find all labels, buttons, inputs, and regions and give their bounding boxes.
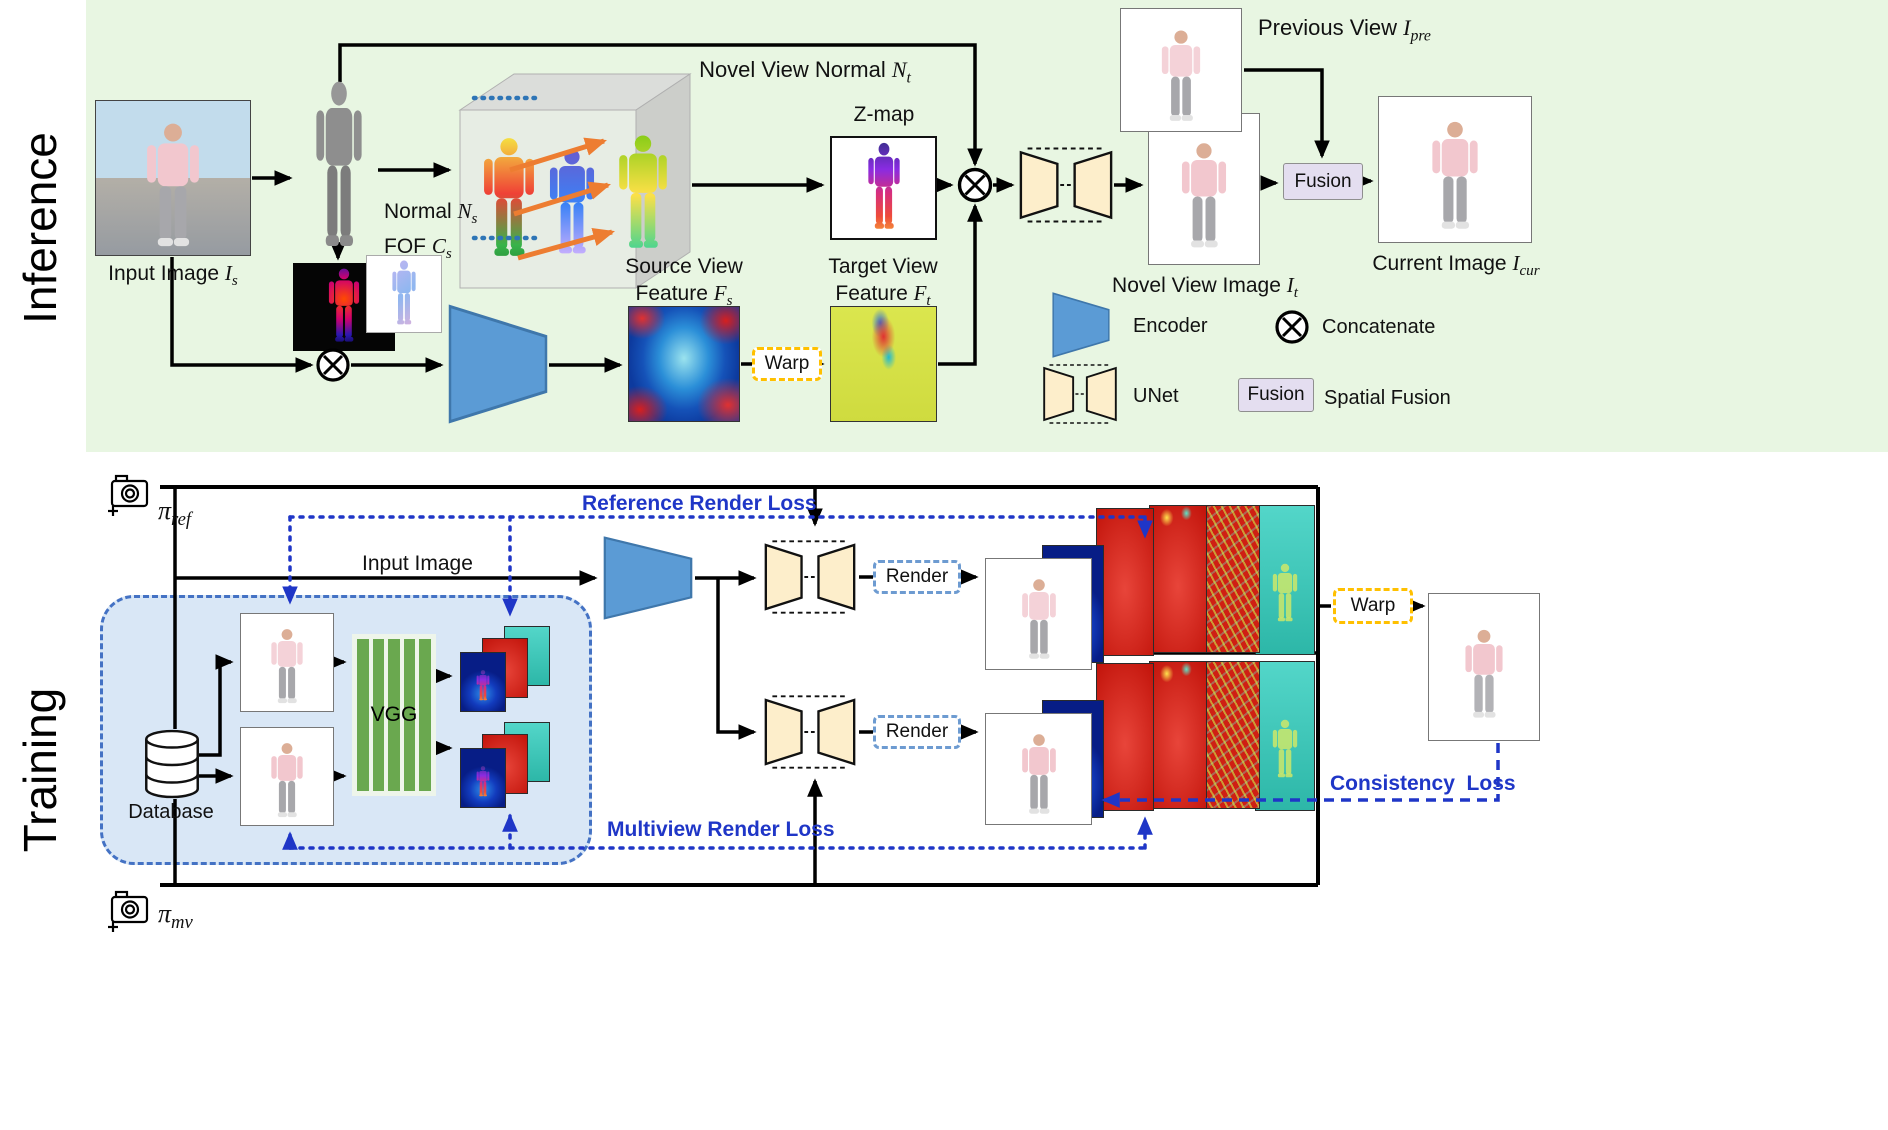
rendered-feature-map-red bbox=[1096, 663, 1154, 811]
person-figure bbox=[1148, 25, 1214, 131]
person-figure bbox=[1416, 114, 1494, 242]
warp-box: Warp bbox=[1333, 588, 1413, 624]
normal-map-image bbox=[366, 255, 442, 333]
vgg-layer-bar bbox=[388, 639, 400, 791]
vgg-layer-bar bbox=[372, 639, 385, 791]
training-input-image-label: Input Image bbox=[362, 552, 473, 575]
rendered-feature-map-cyan bbox=[1255, 661, 1315, 811]
render-box: Render bbox=[873, 560, 961, 594]
camera-icon bbox=[106, 888, 154, 934]
vgg-network-block: VGG bbox=[352, 634, 436, 796]
zmap-label: Z-map bbox=[853, 103, 915, 126]
normal-map-person-figure bbox=[384, 259, 424, 329]
rendered-feature-map-edges bbox=[1202, 505, 1260, 653]
person-figure bbox=[1010, 573, 1068, 669]
rendered-image-reference-view bbox=[985, 558, 1092, 670]
source-feature-label: Source View Feature Fs bbox=[625, 255, 743, 310]
legend-concatenate-icon bbox=[1274, 309, 1310, 350]
camera-icon bbox=[106, 472, 154, 518]
current-image-label: Current Image Icur bbox=[1372, 251, 1540, 280]
fof-person-figure bbox=[318, 267, 370, 347]
sample-image-back-view bbox=[240, 613, 334, 712]
pi-ref-label: πref bbox=[158, 496, 192, 531]
vgg-layer-bar bbox=[403, 639, 416, 791]
zmap-person-figure bbox=[857, 141, 911, 235]
novel-view-normal-label: Novel View Normal Nt bbox=[699, 57, 911, 87]
legend-concatenate-label: Concatenate bbox=[1322, 316, 1436, 338]
warped-result-image bbox=[1428, 593, 1540, 741]
legend-fusion-box: Fusion bbox=[1238, 378, 1314, 412]
normal-fof-label: Normal Ns FOF Cs bbox=[384, 196, 477, 266]
inference-section-label: Inference bbox=[14, 132, 66, 324]
fof-label: FOF Cs bbox=[384, 234, 452, 263]
source-feature-image bbox=[628, 306, 740, 422]
rendered-feature-map-red bbox=[1096, 508, 1154, 656]
person-figure bbox=[260, 739, 314, 825]
zmap-image bbox=[830, 136, 937, 240]
legend-unet-icon bbox=[1038, 362, 1122, 426]
rendered-feature-map-edges bbox=[1202, 661, 1260, 809]
input-image bbox=[95, 100, 251, 256]
legend-spatial-fusion-label: Spatial Fusion bbox=[1324, 387, 1451, 409]
input-image-label: Input Image Is bbox=[108, 261, 238, 290]
reconstructed-mesh-person bbox=[300, 78, 378, 258]
pi-mv-label: πmv bbox=[158, 899, 193, 934]
feature-person-figure bbox=[1264, 690, 1306, 810]
feature-person-figure bbox=[472, 757, 494, 807]
normal-label: Normal Ns bbox=[384, 199, 478, 228]
previous-view-label: Previous View Ipre bbox=[1258, 15, 1431, 45]
unet-icon bbox=[763, 533, 857, 621]
legend-encoder-icon bbox=[1052, 292, 1110, 358]
vgg-layer-bar bbox=[357, 639, 369, 791]
render-box: Render bbox=[873, 715, 961, 749]
unet-icon bbox=[1018, 142, 1114, 228]
target-feature-label: Target View Feature Ft bbox=[828, 255, 938, 310]
person-figure bbox=[1452, 612, 1516, 740]
vgg-layer-bar bbox=[419, 639, 431, 791]
rendered-image-multiview bbox=[985, 713, 1092, 825]
multiview-render-loss-label: Multiview Render Loss bbox=[607, 818, 835, 841]
rendered-feature-map-red bbox=[1149, 505, 1207, 653]
previous-view-image bbox=[1120, 8, 1242, 132]
person-figure bbox=[1166, 132, 1242, 264]
encoder-icon bbox=[603, 536, 693, 620]
person-figure bbox=[1010, 728, 1068, 824]
consistency-loss-label: Consistency Loss bbox=[1330, 772, 1516, 795]
sample-image-front-view bbox=[240, 727, 334, 826]
current-image bbox=[1378, 96, 1532, 243]
legend-unet-label: UNet bbox=[1133, 385, 1179, 407]
concatenate-icon bbox=[315, 347, 351, 388]
novel-view-image-label: Novel View Image It bbox=[1112, 273, 1298, 302]
novel-view-image bbox=[1148, 113, 1260, 265]
target-feature-image bbox=[830, 306, 937, 422]
person-figure bbox=[260, 625, 314, 711]
person-figure bbox=[127, 121, 219, 255]
database-label: Database bbox=[128, 801, 214, 823]
vgg-label: VGG bbox=[370, 703, 418, 726]
concatenate-icon bbox=[957, 167, 993, 208]
warp-box: Warp bbox=[752, 347, 822, 381]
vgg-feature-map-blue bbox=[460, 748, 506, 808]
training-section-label: Training bbox=[14, 687, 66, 853]
fusion-box: Fusion bbox=[1283, 163, 1363, 200]
feature-person-figure bbox=[1264, 534, 1306, 654]
encoder-icon bbox=[448, 304, 548, 424]
legend-encoder-label: Encoder bbox=[1133, 315, 1208, 337]
feature-person-figure bbox=[472, 661, 494, 711]
rendered-feature-map-red bbox=[1149, 661, 1207, 809]
database-icon bbox=[143, 729, 201, 799]
rendered-feature-map-cyan bbox=[1255, 505, 1315, 655]
vgg-feature-map-blue bbox=[460, 652, 506, 712]
reference-render-loss-label: Reference Render Loss bbox=[582, 492, 817, 515]
unet-icon bbox=[763, 688, 857, 776]
